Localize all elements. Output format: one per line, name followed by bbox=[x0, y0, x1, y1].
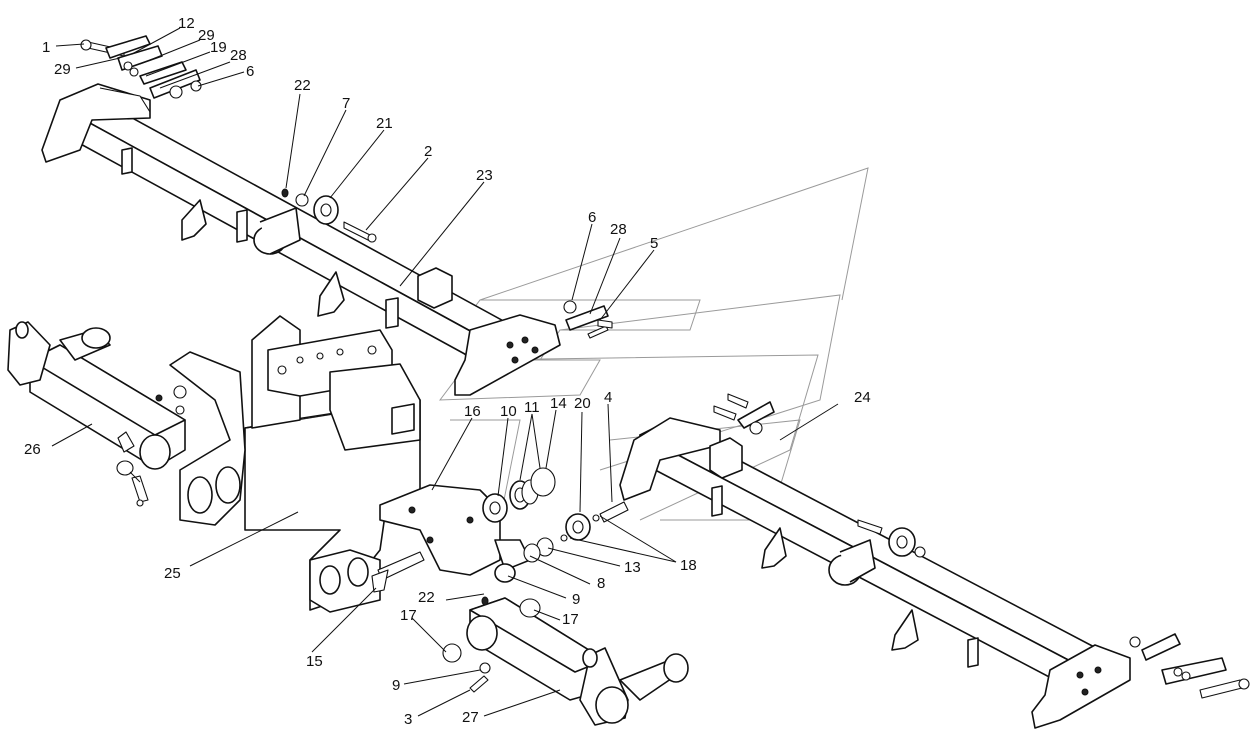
callout-15: 15 bbox=[306, 653, 323, 670]
callout-3: 3 bbox=[404, 711, 412, 728]
callout-25: 25 bbox=[164, 565, 181, 582]
callout-20: 20 bbox=[574, 395, 591, 412]
callout-23: 23 bbox=[476, 167, 493, 184]
callout-24: 24 bbox=[854, 389, 871, 406]
callout-28a: 28 bbox=[230, 47, 247, 64]
callout-22b: 22 bbox=[418, 589, 435, 606]
callout-5: 5 bbox=[650, 235, 658, 252]
callout-16: 16 bbox=[464, 403, 481, 420]
grease-nipple-22 bbox=[281, 188, 289, 198]
callout-2: 2 bbox=[424, 143, 432, 160]
callout-19: 19 bbox=[210, 39, 227, 56]
callout-22a: 22 bbox=[294, 77, 311, 94]
right-beam-left-bracket bbox=[619, 417, 721, 501]
callout-29a: 29 bbox=[198, 27, 215, 44]
upper-beam-pin-hardware bbox=[281, 188, 377, 243]
right-beam-end-bracket bbox=[1031, 644, 1131, 729]
callout-6a: 6 bbox=[246, 63, 254, 80]
callout-4: 4 bbox=[604, 389, 612, 406]
callout-14: 14 bbox=[550, 395, 567, 412]
center-frame bbox=[169, 315, 531, 613]
callout-17b: 17 bbox=[562, 611, 579, 628]
top-left-hardware bbox=[80, 35, 202, 99]
callout-12: 12 bbox=[178, 15, 195, 32]
callout-9a: 9 bbox=[572, 591, 580, 608]
callout-28b: 28 bbox=[610, 221, 627, 238]
nut-7 bbox=[295, 193, 309, 207]
callout-8: 8 bbox=[597, 575, 605, 592]
center-hardware bbox=[482, 467, 629, 583]
left-arm bbox=[7, 321, 186, 507]
lower-arm bbox=[442, 596, 689, 726]
callout-18: 18 bbox=[680, 557, 697, 574]
callout-labels: 1 2 3 4 5 6 6 7 8 9 9 10 11 12 13 14 15 … bbox=[24, 15, 871, 728]
callout-9b: 9 bbox=[392, 677, 400, 694]
callout-17a: 17 bbox=[400, 607, 417, 624]
callout-21: 21 bbox=[376, 115, 393, 132]
right-beam-assembly bbox=[619, 393, 1250, 729]
callout-1: 1 bbox=[42, 39, 50, 56]
callout-26: 26 bbox=[24, 441, 41, 458]
callout-11: 11 bbox=[524, 399, 540, 416]
callout-6b: 6 bbox=[588, 209, 596, 226]
callout-7: 7 bbox=[342, 95, 350, 112]
callout-27: 27 bbox=[462, 709, 479, 726]
upper-right-hardware bbox=[563, 300, 613, 339]
callout-29b: 29 bbox=[54, 61, 71, 78]
callout-10: 10 bbox=[500, 403, 517, 420]
upper-right-end-bracket bbox=[454, 314, 561, 396]
callout-13: 13 bbox=[624, 559, 641, 576]
leader-lines bbox=[51, 27, 839, 717]
upper-beam-assembly bbox=[41, 83, 561, 396]
upper-left-end-bracket bbox=[41, 83, 151, 163]
